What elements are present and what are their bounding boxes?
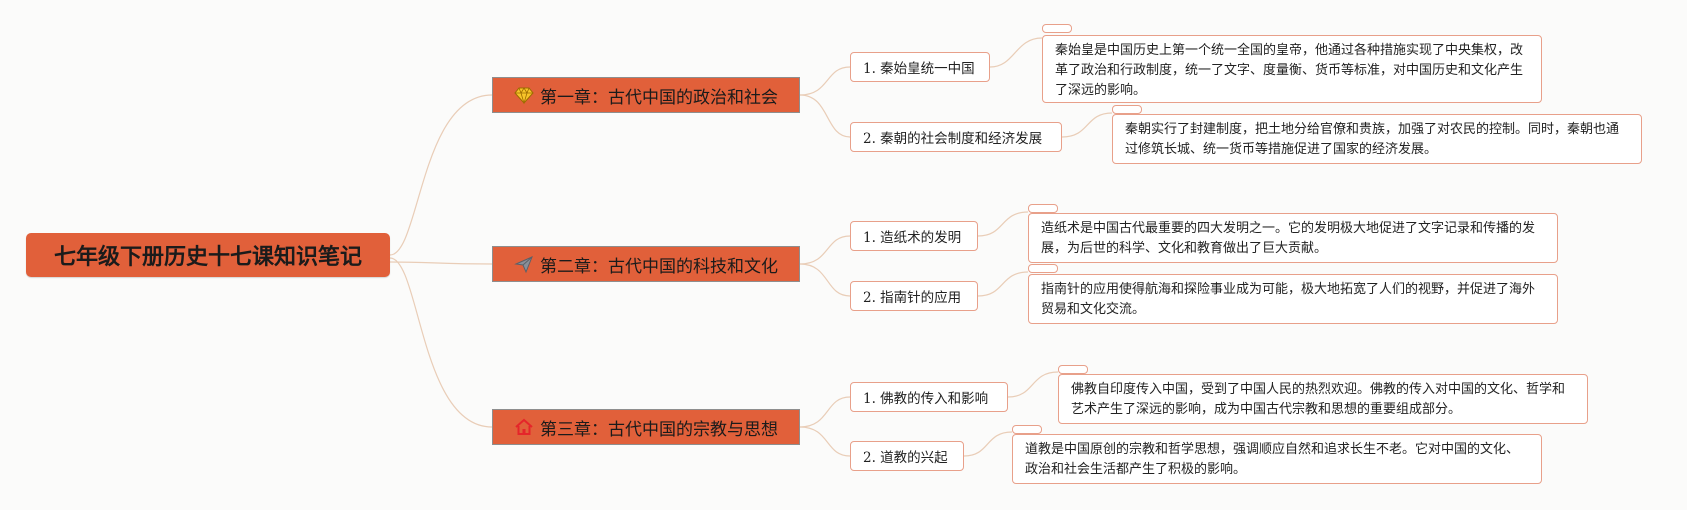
topic-label: 1. 秦始皇统一中国 [863, 61, 975, 77]
chapter-node-2[interactable]: 第二章：古代中国的科技和文化 [492, 246, 800, 282]
topic-node-2-1[interactable]: 1. 造纸术的发明 [850, 221, 978, 251]
detail-node-1-2[interactable]: 秦朝实行了封建制度，把土地分给官僚和贵族，加强了对农民的控制。同时，秦朝也通过修… [1112, 114, 1642, 164]
root-title: 七年级下册历史十七课知识笔记 [53, 245, 362, 270]
topic-label: 1. 佛教的传入和影响 [863, 391, 989, 407]
detail-tag [1042, 24, 1072, 33]
home-icon [514, 417, 534, 437]
topic-label: 2. 指南针的应用 [863, 290, 962, 306]
topic-node-1-1[interactable]: 1. 秦始皇统一中国 [850, 52, 990, 82]
detail-text: 指南针的应用使得航海和探险事业成为可能，极大地拓宽了人们的视野，并促进了海外贸易… [1041, 282, 1536, 317]
link-ch3-topic-1-detail [1007, 371, 1059, 398]
detail-tag [1028, 264, 1058, 273]
detail-node-2-2[interactable]: 指南针的应用使得航海和探险事业成为可能，极大地拓宽了人们的视野，并促进了海外贸易… [1028, 274, 1558, 324]
detail-text: 秦始皇是中国历史上第一个统一全国的皇帝，他通过各种措施实现了中央集权，改革了政治… [1055, 43, 1524, 98]
chapter-node-3[interactable]: 第三章：古代中国的宗教与思想 [492, 409, 800, 445]
link-ch1-topic-2-detail [1061, 112, 1113, 138]
link-ch2-topic-2 [799, 263, 851, 297]
topic-node-3-2[interactable]: 2. 道教的兴起 [850, 441, 964, 471]
link-ch3-topic-2 [799, 426, 851, 457]
detail-text: 佛教自印度传入中国，受到了中国人民的热烈欢迎。佛教的传入对中国的文化、哲学和艺术… [1071, 382, 1566, 417]
detail-tag [1112, 105, 1142, 114]
detail-tag [1058, 365, 1088, 374]
chapter-node-1[interactable]: 第一章：古代中国的政治和社会 [492, 77, 800, 113]
detail-text: 秦朝实行了封建制度，把土地分给官僚和贵族，加强了对农民的控制。同时，秦朝也通过修… [1125, 122, 1620, 157]
link-ch1-topic-1 [799, 66, 851, 96]
link-root-chapter-2 [389, 261, 493, 265]
detail-tag [1012, 425, 1042, 434]
link-ch3-topic-1 [799, 396, 851, 428]
chapter-title: 第一章：古代中国的政治和社会 [540, 87, 778, 108]
detail-tag [1028, 204, 1058, 213]
link-ch1-topic-1-detail [989, 37, 1043, 68]
chapter-title: 第二章：古代中国的科技和文化 [540, 256, 778, 277]
chapter-title: 第三章：古代中国的宗教与思想 [540, 419, 778, 440]
topic-label: 1. 造纸术的发明 [863, 230, 962, 246]
gem-icon [514, 85, 534, 105]
paper-plane-icon [514, 254, 534, 274]
topic-node-2-2[interactable]: 2. 指南针的应用 [850, 281, 978, 311]
topic-label: 2. 道教的兴起 [863, 450, 948, 466]
detail-node-2-1[interactable]: 造纸术是中国古代最重要的四大发明之一。它的发明极大地促进了文字记录和传播的发展，… [1028, 213, 1558, 263]
detail-text: 道教是中国原创的宗教和哲学思想，强调顺应自然和追求长生不老。它对中国的文化、政治… [1025, 442, 1520, 477]
link-root-chapter-3 [389, 257, 493, 428]
link-ch2-topic-1 [799, 235, 851, 265]
link-ch3-topic-2-detail [963, 431, 1013, 457]
link-root-chapter-1 [389, 94, 493, 256]
topic-label: 2. 秦朝的社会制度和经济发展 [863, 131, 1043, 147]
link-ch2-topic-2-detail [977, 271, 1029, 297]
link-ch1-topic-2 [799, 94, 851, 138]
detail-node-1-1[interactable]: 秦始皇是中国历史上第一个统一全国的皇帝，他通过各种措施实现了中央集权，改革了政治… [1042, 35, 1542, 103]
root-node[interactable]: 七年级下册历史十七课知识笔记 [26, 233, 390, 277]
detail-node-3-2[interactable]: 道教是中国原创的宗教和哲学思想，强调顺应自然和追求长生不老。它对中国的文化、政治… [1012, 434, 1542, 484]
topic-node-3-1[interactable]: 1. 佛教的传入和影响 [850, 382, 1008, 412]
detail-text: 造纸术是中国古代最重要的四大发明之一。它的发明极大地促进了文字记录和传播的发展，… [1041, 221, 1536, 256]
topic-node-1-2[interactable]: 2. 秦朝的社会制度和经济发展 [850, 122, 1062, 152]
link-ch2-topic-1-detail [977, 211, 1029, 237]
detail-node-3-1[interactable]: 佛教自印度传入中国，受到了中国人民的热烈欢迎。佛教的传入对中国的文化、哲学和艺术… [1058, 374, 1588, 424]
